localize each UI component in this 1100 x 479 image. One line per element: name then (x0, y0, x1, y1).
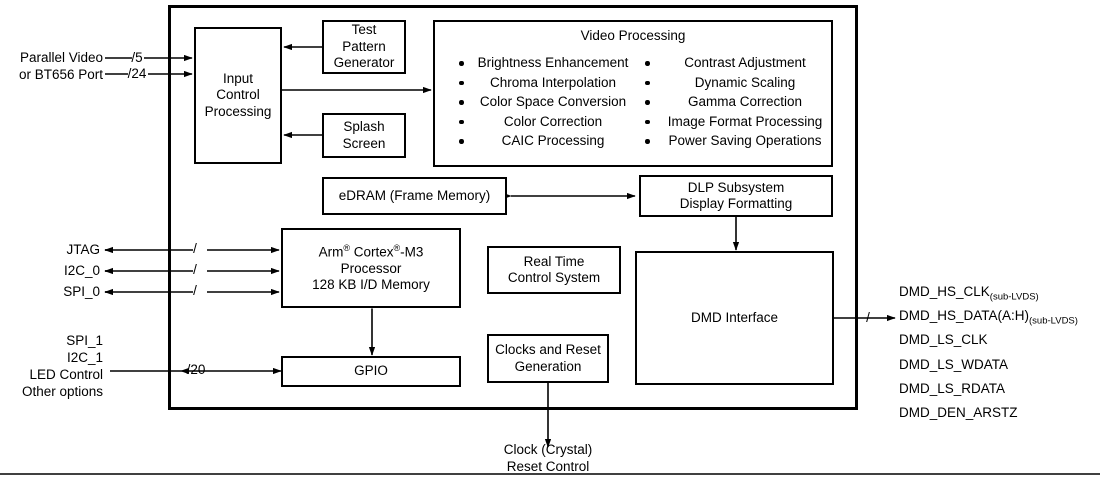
block-input-control-processing[interactable]: Input Control Processing (194, 27, 282, 164)
video-processing-feature: Chroma Interpolation (457, 73, 633, 93)
dmd-interface-label: DMD Interface (690, 309, 779, 325)
block-edram-frame-memory[interactable]: eDRAM (Frame Memory) (322, 177, 507, 215)
dmd-signal-suffix: (sub-LVDS) (989, 291, 1039, 303)
bus-width-dmd: / (866, 310, 870, 325)
clock-crystal-line-2: Reset Control (506, 458, 590, 474)
dmd-signal-row: DMD_LS_WDATA (899, 356, 1099, 380)
gpio-group-line-1: SPI_1 (66, 333, 103, 348)
dlp-subsystem-line-2: Display Formatting (679, 196, 793, 211)
test-pattern-line-3: Generator (333, 55, 395, 71)
gpio-group-line-4: Other options (21, 383, 103, 399)
dmd-signal-name: DMD_HS_CLK (899, 284, 990, 299)
dmd-signal-row: DMD_HS_CLK(sub-LVDS) (899, 283, 1099, 307)
block-dlp-subsystem[interactable]: DLP Subsystem Display Formatting (639, 175, 833, 217)
processor-line-1: Arm® Cortex®-M3 (318, 242, 424, 260)
video-processing-column-left: Brightness Enhancement Chroma Interpolat… (435, 53, 633, 151)
dmd-signal-row: DMD_LS_CLK (899, 331, 1099, 355)
video-processing-column-right: Contrast Adjustment Dynamic Scaling Gamm… (633, 53, 831, 151)
parallel-video-line-2: or BT656 Port (18, 66, 103, 82)
block-clocks-reset-generation[interactable]: Clocks and Reset Generation (487, 334, 609, 383)
block-arm-cortex-processor[interactable]: Arm® Cortex®-M3 Processor 128 KB I/D Mem… (281, 228, 461, 308)
clocks-reset-line-2: Generation (514, 358, 582, 374)
clocks-reset-line-1: Clocks and Reset (495, 342, 601, 358)
video-processing-feature: CAIC Processing (457, 131, 633, 151)
bus-width-i2c-0: / (193, 262, 197, 277)
block-real-time-control-system[interactable]: Real Time Control System (487, 246, 621, 294)
bus-width-spi-0: / (193, 283, 197, 298)
gpio-group-line-3: LED Control (29, 366, 103, 382)
processor-line-3: 128 KB I/D Memory (312, 276, 430, 292)
port-label-spi-0: SPI_0 (63, 284, 100, 299)
bus-width-gpio-20: /20 (186, 362, 206, 377)
video-processing-feature: Contrast Adjustment (643, 53, 831, 73)
dmd-signal-suffix: (sub-LVDS) (1029, 315, 1078, 327)
gpio-group-line-2: I2C_1 (66, 349, 103, 365)
input-control-line-3: Processing (204, 103, 272, 119)
dmd-signal-row: DMD_DEN_ARSTZ (899, 404, 1099, 428)
processor-line-2: Processor (340, 260, 402, 276)
dmd-signal-row: DMD_HS_DATA(A:H)(sub-LVDS) (899, 307, 1099, 331)
port-label-i2c-0: I2C_0 (63, 263, 100, 278)
dmd-signal-name: DMD_DEN_ARSTZ (899, 404, 1018, 420)
clock-crystal-line-1: Clock (Crystal) (503, 442, 593, 457)
dmd-signal-name: DMD_LS_CLK (899, 332, 988, 348)
block-splash-screen[interactable]: Splash Screen (322, 113, 406, 158)
splash-screen-line-2: Screen (342, 135, 386, 151)
bus-width-parallel-video-24: /24 (127, 66, 147, 81)
input-control-line-1: Input (222, 70, 254, 86)
dlp-subsystem-line-1: DLP Subsystem (687, 179, 785, 195)
port-label-gpio-group: SPI_1 I2C_1 LED Control Other options (0, 333, 103, 401)
test-pattern-line-1: Test (351, 22, 377, 38)
dmd-signal-name: DMD_LS_RDATA (899, 380, 1006, 396)
video-processing-feature: Color Correction (457, 112, 633, 132)
video-processing-feature: Dynamic Scaling (643, 73, 831, 93)
video-processing-feature: Color Space Conversion (457, 92, 633, 112)
registered-mark-icon: ® (393, 242, 401, 253)
port-label-clock-reset-control: Clock (Crystal) Reset Control (458, 442, 638, 476)
port-label-jtag: JTAG (66, 242, 101, 257)
block-video-processing[interactable]: Video Processing Brightness Enhancement … (433, 20, 833, 167)
video-processing-feature: Gamma Correction (643, 92, 831, 112)
video-processing-title: Video Processing (580, 28, 686, 43)
edram-label: eDRAM (Frame Memory) (338, 187, 491, 203)
registered-mark-icon: ® (343, 242, 350, 253)
test-pattern-line-2: Pattern (342, 38, 386, 54)
real-time-line-1: Real Time (523, 253, 585, 269)
video-processing-feature: Power Saving Operations (643, 131, 831, 151)
video-processing-feature: Image Format Processing (643, 112, 831, 132)
splash-screen-line-1: Splash (343, 119, 385, 135)
bus-width-parallel-video-5: /5 (131, 50, 143, 65)
port-label-dmd-signals: DMD_HS_CLK(sub-LVDS) DMD_HS_DATA(A:H)(su… (899, 283, 1099, 428)
bus-width-jtag: / (193, 241, 197, 256)
input-control-line-2: Control (216, 87, 260, 103)
dmd-signal-name: DMD_HS_DATA(A:H) (899, 308, 1030, 324)
block-gpio[interactable]: GPIO (281, 356, 461, 387)
dmd-signal-name: DMD_LS_WDATA (899, 356, 1009, 372)
parallel-video-line-1: Parallel Video (19, 50, 103, 65)
real-time-line-2: Control System (507, 270, 601, 285)
dmd-signal-row: DMD_LS_RDATA (899, 380, 1099, 404)
gpio-label: GPIO (354, 363, 388, 379)
chip-boundary (168, 5, 858, 410)
video-processing-feature: Brightness Enhancement (457, 53, 633, 73)
port-label-parallel-video: Parallel Video or BT656 Port (0, 50, 103, 84)
block-test-pattern-generator[interactable]: Test Pattern Generator (322, 20, 406, 74)
block-dmd-interface[interactable]: DMD Interface (635, 251, 834, 385)
